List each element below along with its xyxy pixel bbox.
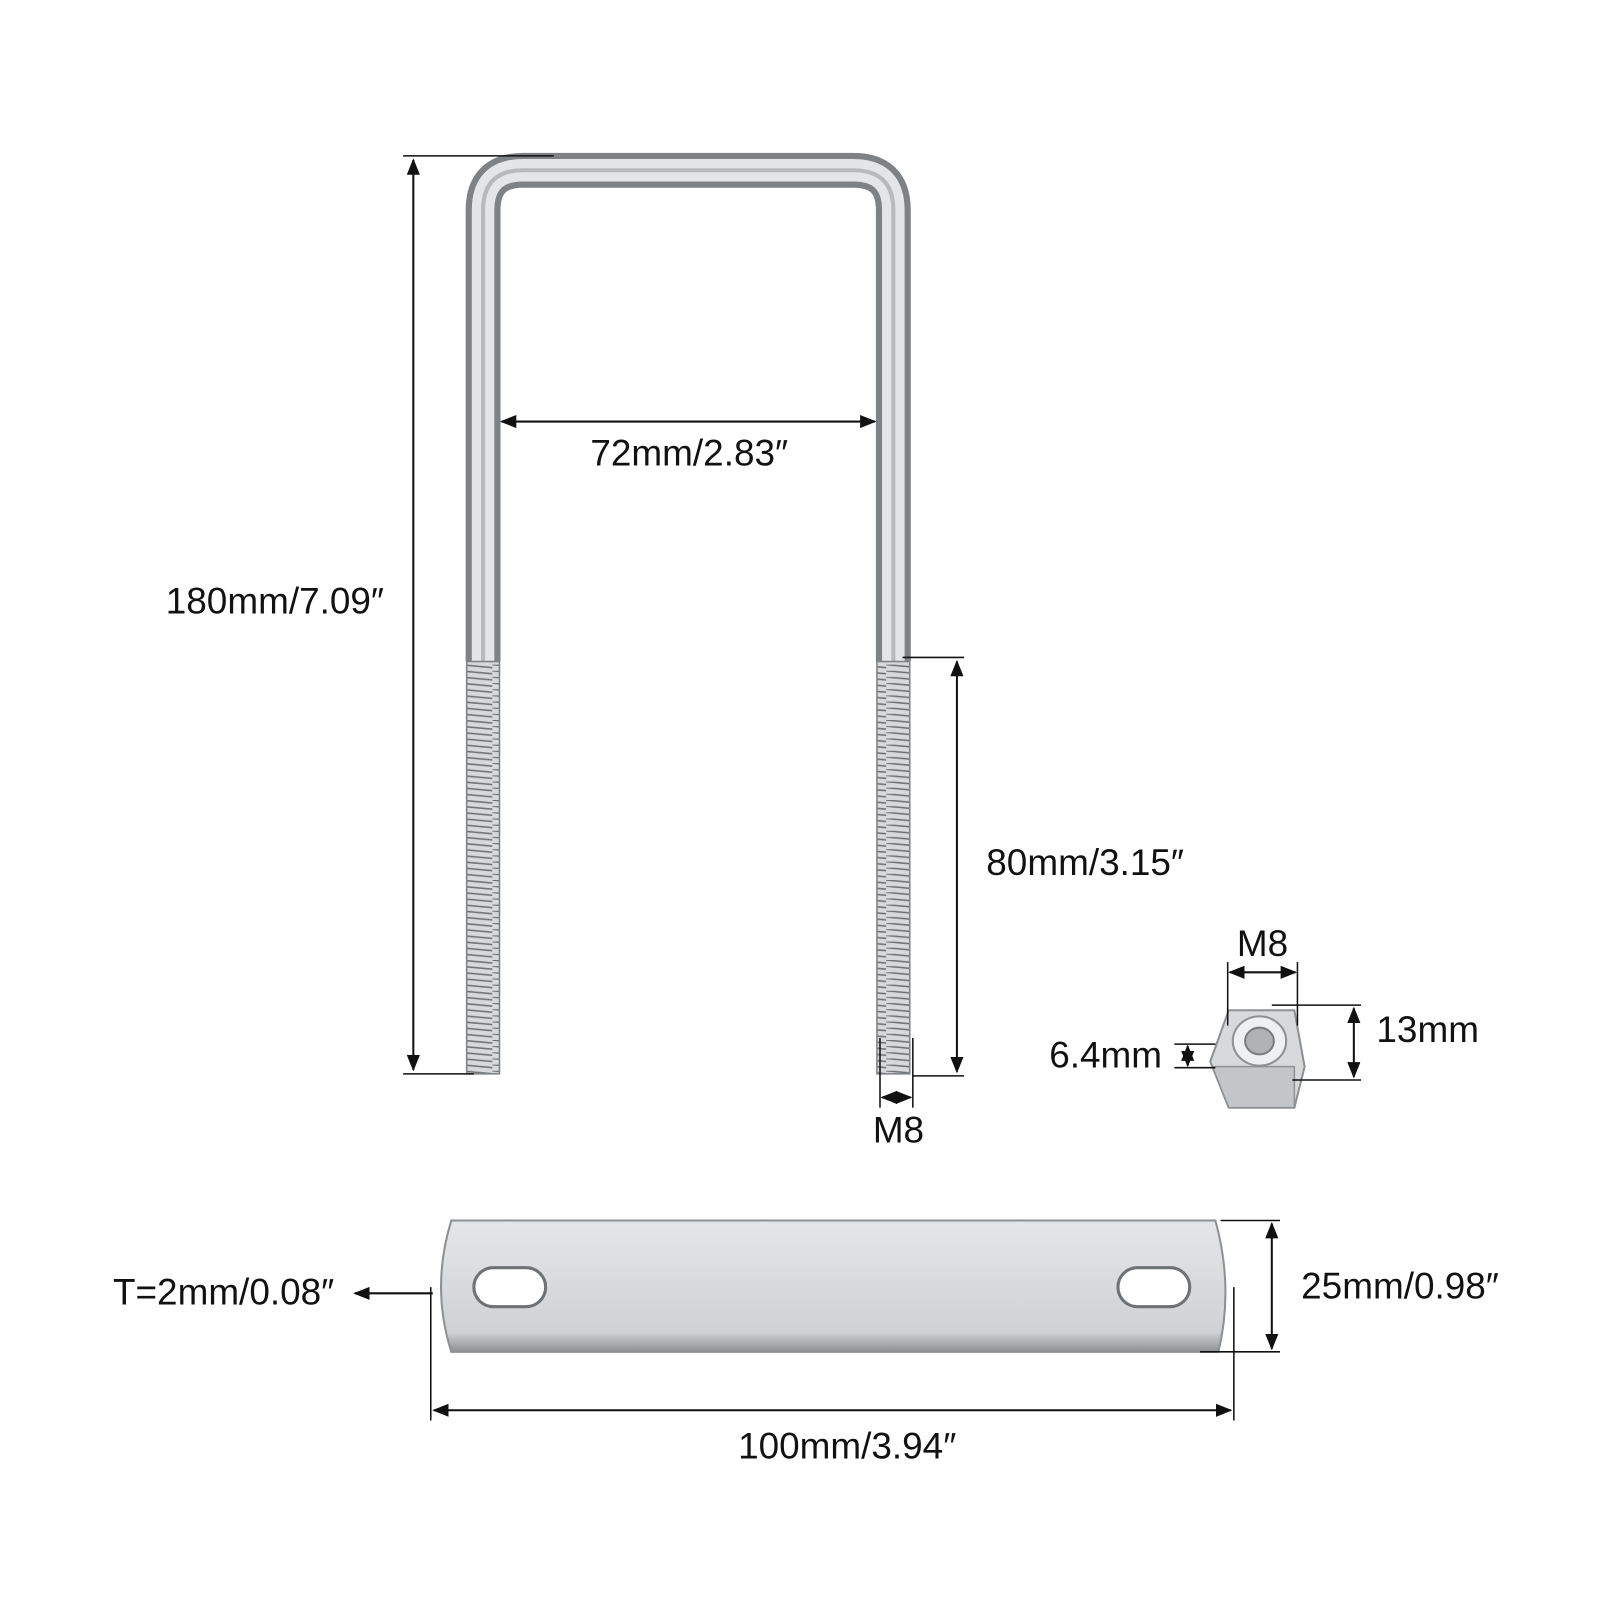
- total-length-label: 180mm/7.09″: [166, 580, 384, 621]
- dim-thread-length: 80mm/3.15″: [902, 656, 1184, 1077]
- u-bolt: [465, 152, 911, 1075]
- left-thread: [465, 660, 501, 1075]
- plate: [440, 1219, 1227, 1353]
- dim-plate-length: 100mm/3.94″: [429, 1287, 1235, 1466]
- thread-length-label: 80mm/3.15″: [986, 842, 1184, 883]
- nut-thickness-label: 6.4mm: [1049, 1035, 1162, 1076]
- dim-total-length: 180mm/7.09″: [166, 155, 554, 1075]
- dim-nut-width: 13mm: [1271, 1004, 1479, 1081]
- hex-nut: [1209, 1009, 1306, 1109]
- dim-inner-width: 72mm/2.83″: [499, 414, 877, 474]
- inner-width-label: 72mm/2.83″: [590, 433, 788, 474]
- plate-thickness-label: T=2mm/0.08″: [113, 1272, 334, 1313]
- dim-thread-size: M8: [873, 1037, 924, 1151]
- plate-hole-right: [1116, 1266, 1192, 1309]
- dim-nut-thickness: 6.4mm: [1049, 1035, 1216, 1076]
- thread-size-label: M8: [873, 1110, 924, 1151]
- plate-hole-left: [472, 1266, 548, 1309]
- nut-thread-label: M8: [1237, 923, 1288, 964]
- dim-plate-thickness: T=2mm/0.08″: [113, 1272, 433, 1313]
- right-thread: [876, 660, 911, 1075]
- nut-width-label: 13mm: [1376, 1009, 1479, 1050]
- dim-plate-width: 25mm/0.98″: [1200, 1219, 1499, 1353]
- dim-nut-thread: M8: [1226, 923, 1299, 1026]
- plate-width-label: 25mm/0.98″: [1301, 1265, 1499, 1306]
- plate-length-label: 100mm/3.94″: [738, 1425, 956, 1466]
